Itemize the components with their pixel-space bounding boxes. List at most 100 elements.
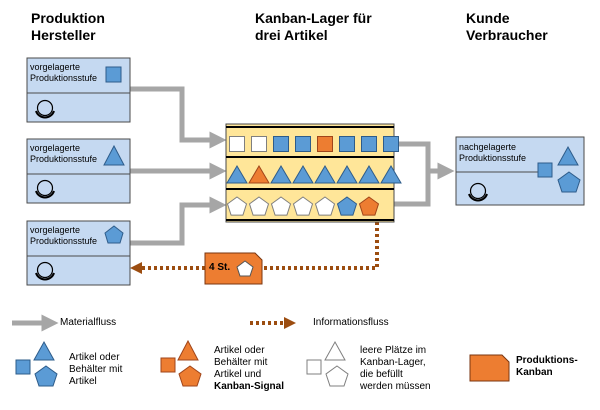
- store-slot-triangle-full: [226, 165, 248, 184]
- label-line: Artikel und: [214, 369, 262, 380]
- legend-empty-slots-label: leere Plätze im Kanban-Lager, die befüll…: [360, 345, 431, 393]
- label-line: Kanban: [516, 367, 553, 378]
- store-slot-triangle-full: [314, 165, 336, 184]
- label-line: vorgelagerte: [30, 143, 81, 153]
- square-icon: [306, 359, 322, 375]
- triangle-icon: [33, 340, 55, 361]
- kanban-card-label: 4 St.: [209, 262, 231, 273]
- material-flow-arrow-3: [130, 196, 227, 246]
- store-slot-pentagon-full: [336, 196, 358, 216]
- store-slot-square-full: [295, 136, 311, 152]
- pentagon-icon: [34, 365, 58, 387]
- production-kanban-card: [204, 252, 263, 285]
- header-customer: Kunde Verbraucher: [466, 10, 548, 44]
- header-store: Kanban-Lager für drei Artikel: [255, 10, 372, 44]
- store-slot-square-kanban: [317, 136, 333, 152]
- store-slot-square-full: [383, 136, 399, 152]
- material-flow-arrow-1: [130, 86, 227, 149]
- legend-information-flow-label: Informationsfluss: [313, 317, 389, 329]
- triangle-icon: [324, 340, 346, 361]
- label-line: die befüllt: [360, 369, 403, 380]
- label-line: vorgelagerte: [30, 225, 81, 235]
- pentagon-icon: [178, 365, 202, 387]
- store-slot-triangle-full: [380, 165, 402, 184]
- store-slot-square-full: [273, 136, 289, 152]
- header-line: drei Artikel: [255, 27, 328, 43]
- store-slot-square-full: [361, 136, 377, 152]
- producer-stage-1-label: vorgelagerte Produktionsstufe: [30, 62, 97, 84]
- store-slot-pentagon-empty: [292, 196, 314, 216]
- store-slot-pentagon-empty: [226, 196, 248, 216]
- store-slot-pentagon-empty: [314, 196, 336, 216]
- store-slot-square-full: [339, 136, 355, 152]
- legend-items-label: Artikel oder Behälter mit Artikel: [69, 352, 122, 388]
- label-line: leere Plätze im: [360, 345, 427, 356]
- producer-stage-2: [26, 138, 131, 204]
- legend-empty-slots-icon-group: [306, 340, 349, 387]
- square-icon: [15, 359, 31, 375]
- label-line-bold: Kanban-Signal: [214, 381, 285, 392]
- store-slot-triangle-full: [292, 165, 314, 184]
- pentagon-icon: [236, 260, 254, 277]
- label-line: werden müssen: [360, 381, 431, 392]
- square-icon: [537, 162, 553, 178]
- store-slot-pentagon-empty: [248, 196, 270, 216]
- triangle-icon: [103, 144, 125, 166]
- information-flow-arrow: [136, 222, 379, 268]
- label-line: Produktionsstufe: [30, 154, 98, 164]
- customer-stage: [455, 136, 585, 206]
- label-line: nachgelagerte: [459, 142, 517, 152]
- label-line: Behälter mit: [214, 357, 268, 368]
- header-line: Verbraucher: [466, 27, 548, 43]
- producer-stage-1: [26, 57, 131, 123]
- store-slot-square-empty: [229, 136, 245, 152]
- store-slot-triangle-kanban: [248, 165, 270, 184]
- triangle-icon: [177, 339, 199, 361]
- store-slot-square-empty: [251, 136, 267, 152]
- header-producer: Produktion Hersteller: [31, 10, 105, 44]
- machine-icon: [35, 179, 55, 199]
- legend-items-icon-group: [15, 340, 58, 387]
- label-line: Produktions-: [516, 355, 578, 366]
- square-icon: [105, 66, 122, 83]
- machine-icon: [35, 99, 55, 119]
- pentagon-icon: [557, 171, 581, 193]
- store-slot-triangle-full: [270, 165, 292, 184]
- producer-stage-3: [26, 220, 131, 286]
- legend-production-kanban-label: Produktions- Kanban: [516, 355, 578, 379]
- label-line: Behälter mit: [69, 364, 123, 375]
- label-line: Produktionsstufe: [459, 153, 527, 163]
- legend-production-kanban-icon: [469, 354, 510, 382]
- label-line: Informationsfluss: [313, 317, 389, 328]
- store-slot-pentagon-kanban: [358, 196, 380, 216]
- label-line: Produktionsstufe: [30, 73, 98, 83]
- legend-material-flow-label: Materialfluss: [60, 317, 116, 329]
- store-slot-triangle-full: [358, 165, 380, 184]
- label-line: Artikel: [69, 376, 97, 387]
- pentagon-icon: [325, 365, 349, 387]
- legend-items-kanban-icon-group: [160, 339, 202, 387]
- label-line: Materialfluss: [60, 317, 117, 328]
- machine-icon: [35, 261, 55, 281]
- legend-items-kanban-label: Artikel oder Behälter mit Artikel und Ka…: [214, 345, 284, 393]
- label-line: Artikel oder: [69, 352, 120, 363]
- store-slot-pentagon-empty: [270, 196, 292, 216]
- material-flow-arrow-out: [394, 141, 446, 207]
- header-line: Kunde: [466, 10, 510, 26]
- customer-stage-label: nachgelagerte Produktionsstufe: [459, 142, 526, 164]
- label-line: Produktionsstufe: [30, 236, 98, 246]
- label-line: Kanban-Lager,: [360, 357, 426, 368]
- store-slot-triangle-full: [336, 165, 358, 184]
- producer-stage-3-label: vorgelagerte Produktionsstufe: [30, 225, 97, 247]
- label-line: vorgelagerte: [30, 62, 81, 72]
- header-line: Hersteller: [31, 27, 96, 43]
- producer-stage-2-label: vorgelagerte Produktionsstufe: [30, 143, 97, 165]
- triangle-icon: [557, 145, 579, 166]
- square-icon: [160, 357, 176, 373]
- machine-icon: [468, 182, 488, 202]
- kanban-store: [225, 123, 402, 223]
- label-line: Artikel oder: [214, 345, 265, 356]
- header-line: Produktion: [31, 10, 105, 26]
- header-line: Kanban-Lager für: [255, 10, 372, 26]
